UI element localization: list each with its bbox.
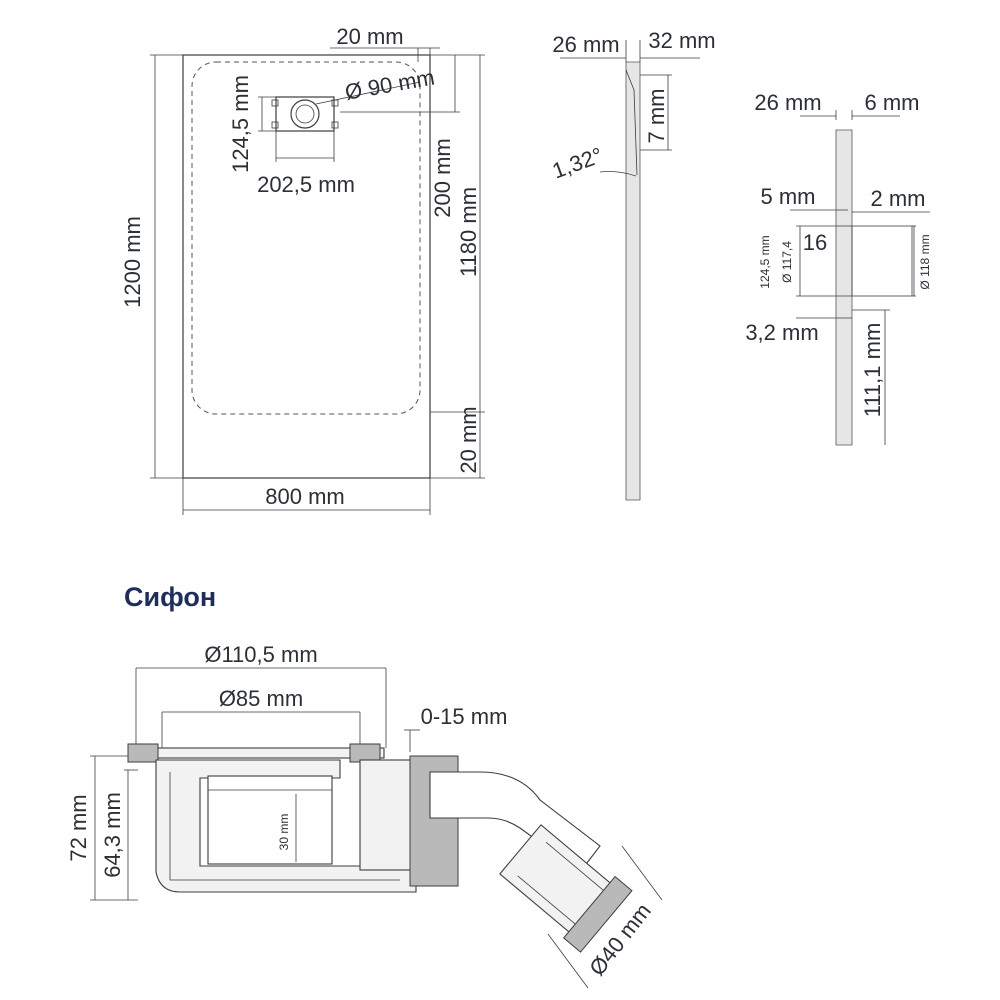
siphon-drawing: Ø110,5 mm Ø85 mm 0-15 mm 72 mm 64,3 mm 3… <box>66 642 663 989</box>
dim-detail-lower-part: 111,1 mm <box>860 323 885 418</box>
dim-slope: 1,32° <box>549 142 606 183</box>
dim-detail-wall: 3,2 mm <box>745 320 818 345</box>
dim-siphon-adjust: 0-15 mm <box>421 704 508 729</box>
tray-side-view: 26 mm 32 mm 7 mm 1,32° <box>549 28 716 501</box>
drain-box <box>258 81 421 162</box>
dim-siphon-inner-diameter: Ø85 mm <box>219 686 303 711</box>
dim-detail-lip: 6 mm <box>865 90 920 115</box>
siphon-outlet-fitting <box>499 824 627 946</box>
tray-inner-dashed-outline <box>191 61 421 415</box>
drain-detail-view: 26 mm 6 mm 5 mm 2 mm 16 124,5 mm Ø 117,4… <box>745 90 932 446</box>
dim-total-length: 1200 mm <box>120 216 145 308</box>
dim-drain-center-offset: 200 mm <box>430 138 455 217</box>
siphon-body <box>155 759 417 893</box>
dim-detail-box-height: 124,5 mm <box>758 235 772 288</box>
dim-total-width: 800 mm <box>265 484 344 509</box>
dim-siphon-outer-diameter: Ø110,5 mm <box>204 642 317 667</box>
siphon-cup <box>207 775 333 865</box>
dim-drain-offset-top: 20 mm <box>336 24 403 49</box>
detail-profile <box>835 129 853 446</box>
dim-detail-step: 5 mm <box>761 184 816 209</box>
dim-inner-length: 1180 mm <box>456 187 481 277</box>
dim-siphon-height-body: 64,3 mm <box>100 792 125 878</box>
dim-detail-thickness: 26 mm <box>754 90 821 115</box>
dim-siphon-water-seal: 30 mm <box>277 814 291 851</box>
dim-detail-inner-diameter: Ø 117,4 <box>780 241 794 283</box>
dim-drain-box-width: 202,5 mm <box>257 172 355 197</box>
dim-detail-gap: 2 mm <box>871 186 926 211</box>
dim-bottom-rim: 20 mm <box>456 406 481 473</box>
diameter-leader <box>315 81 421 105</box>
detail-drain-box <box>851 225 913 297</box>
tray-outline <box>182 54 431 479</box>
tray-top-view: 20 mm Ø 90 mm 124,5 mm 202,5 mm 200 mm 1… <box>120 24 485 515</box>
dim-drain-box-height: 124,5 mm <box>228 75 253 173</box>
dim-drain-diameter: Ø 90 mm <box>343 64 436 104</box>
dim-detail-outer-diameter: Ø 118 mm <box>918 234 932 289</box>
side-profile <box>625 61 641 501</box>
dim-side-thickness: 26 mm <box>552 32 619 57</box>
dim-side-thickness-drain: 32 mm <box>648 28 715 53</box>
dim-siphon-height-total: 72 mm <box>66 794 91 861</box>
siphon-heading: Сифон <box>124 582 216 612</box>
dim-side-depth: 7 mm <box>644 89 669 144</box>
dim-detail-16: 16 <box>803 230 827 255</box>
drain-circle <box>290 99 320 129</box>
